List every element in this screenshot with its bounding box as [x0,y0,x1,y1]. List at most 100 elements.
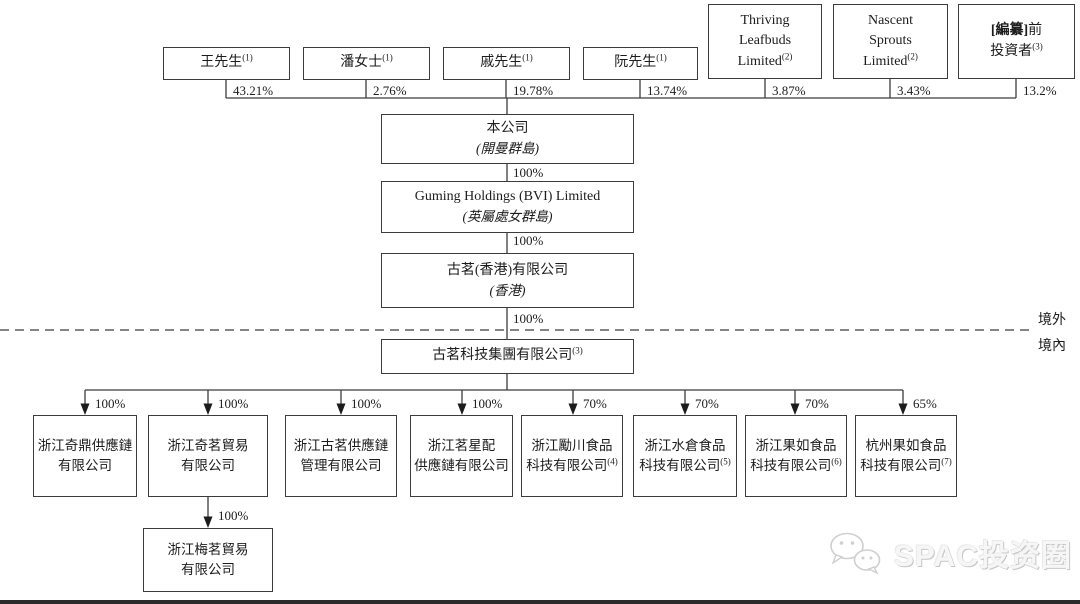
company-box-cayman: 本公司 (開曼群島) [381,114,634,164]
company-name-line2: 管理有限公司 [300,458,382,473]
ownership-label: 13.74% [647,83,688,98]
company-name: 浙江古茗供應鏈 [293,438,389,454]
arrowhead [568,403,578,415]
shareholder-name: 潘女士 [340,55,383,71]
company-box-bvi: Guming Holdings (BVI) Limited (英屬處女群島) [381,181,634,233]
company-name: 本公司 [486,121,529,137]
ownership-label: 13.2% [1023,83,1057,98]
ownership-label: 100% [513,165,544,180]
footnote-marker: (2) [907,50,918,61]
shareholder-name-line2: 投資者 [990,43,1033,59]
footnote-marker: (2) [781,50,793,61]
company-name-line2: 科技有限公司 [526,458,608,473]
region-label-onshore: 境內 [1038,339,1066,354]
ownership-label: 100% [351,396,382,411]
subsidiary-box-mingxingpei: 浙江茗星配 供應鏈有限公司 [410,415,513,497]
ownership-label: 100% [513,311,544,326]
company-name: 浙江梅茗貿易 [167,542,249,558]
subsidiary-box-qiding: 浙江奇鼎供應鏈 有限公司 [33,415,137,497]
watermark-text: SPAC投资圈 [893,540,1072,573]
arrowhead [790,403,800,415]
company-name-line2: 供應鏈有限公司 [414,458,509,473]
subsidiary-box-lichuan: 浙江勵川食品 科技有限公司(4) [521,415,623,497]
footnote-marker: (3) [1032,40,1043,51]
redaction-tag: [編纂] [990,23,1029,39]
ownership-label: 19.78% [513,83,554,98]
company-name: 浙江奇鼎供應鏈 [37,438,133,454]
prc-holdco-box: 古茗科技集團有限公司(3) [381,339,634,374]
wechat-watermark: SPAC投资圈 [826,530,1072,576]
ownership-label: 70% [695,396,719,411]
company-name: 古茗科技集團有限公司 [432,348,573,364]
footnote-marker: (7) [941,456,952,467]
arrowhead [336,403,346,415]
company-name: 浙江奇茗貿易 [167,438,249,454]
arrowhead [203,403,213,415]
company-name: 浙江水倉食品 [644,438,726,454]
ownership-label: 43.21% [233,83,274,98]
company-name: 浙江果如食品 [755,438,837,454]
subsidiary-box-meiming: 浙江梅茗貿易 有限公司 [143,528,273,592]
ownership-label: 100% [218,508,249,523]
footnote-marker: (6) [831,456,842,467]
company-jurisdiction: (香港) [489,282,526,298]
arrowhead [898,403,908,415]
company-name: Guming Holdings (BVI) Limited [414,189,601,205]
ownership-label: 3.87% [772,83,806,98]
shareholder-name: 王先生 [200,55,243,71]
arrowhead [80,403,90,415]
shareholder-box-mr-ruan: 阮先生(1) [583,47,698,80]
shareholder-box-nascent-sprouts: Nascent Sprouts Limited(2) [833,4,948,79]
company-name: 浙江勵川食品 [531,438,613,454]
shareholder-box-thriving-leafbuds: Thriving Leafbuds Limited(2) [708,4,822,79]
ownership-label: 70% [805,396,829,411]
shareholder-box-pre-ipo-investors: [編纂]前 投資者(3) [958,4,1075,79]
company-name-line2: 科技有限公司 [860,458,942,473]
company-name-line2: 有限公司 [58,458,112,473]
footnote-marker: (4) [607,456,618,467]
ownership-label: 100% [95,396,126,411]
subsidiary-box-qiming-trading: 浙江奇茗貿易 有限公司 [148,415,268,497]
arrowhead [457,403,467,415]
shareholder-box-mr-wang: 王先生(1) [163,47,290,80]
footnote-marker: (3) [572,345,583,356]
subsidiary-box-guoru-zhejiang: 浙江果如食品 科技有限公司(6) [745,415,847,497]
arrowhead [203,516,213,528]
company-jurisdiction: (開曼群島) [476,141,539,157]
shareholder-name: 戚先生 [480,55,523,71]
ownership-label: 100% [472,396,503,411]
ownership-label: 2.76% [373,83,407,98]
subsidiary-box-shuicang: 浙江水倉食品 科技有限公司(5) [633,415,737,497]
company-name-line2: 科技有限公司 [639,458,721,473]
ownership-label: 65% [913,396,937,411]
shareholder-name: 前 [1028,23,1043,39]
company-name: 杭州果如食品 [865,438,947,454]
company-name-line2: 有限公司 [181,562,235,577]
shareholder-box-ms-pan: 潘女士(1) [303,47,430,80]
footnote-marker: (1) [382,52,393,63]
ownership-label: 70% [583,396,607,411]
company-name: 古茗(香港)有限公司 [446,262,569,278]
company-name: 浙江茗星配 [427,438,496,454]
ownership-label: 100% [218,396,249,411]
wechat-logo-icon [830,532,881,575]
shareholder-box-mr-qi: 戚先生(1) [443,47,570,80]
shareholder-name: 阮先生 [614,55,657,71]
footnote-marker: (5) [720,456,731,467]
company-name-line2: 科技有限公司 [750,458,832,473]
shareholder-name: Nascent Sprouts Limited [863,13,914,69]
ownership-label: 100% [513,233,544,248]
company-jurisdiction: (英屬處女群島) [462,209,553,225]
arrowhead [680,403,690,415]
footnote-marker: (1) [242,52,253,63]
footnote-marker: (1) [522,52,533,63]
ownership-label: 3.43% [897,83,931,98]
bottom-divider-bar [0,600,1080,604]
subsidiary-box-guming-supplychain: 浙江古茗供應鏈 管理有限公司 [285,415,397,497]
company-box-hongkong: 古茗(香港)有限公司 (香港) [381,253,634,308]
subsidiary-box-guoru-hangzhou: 杭州果如食品 科技有限公司(7) [855,415,957,497]
region-label-offshore: 境外 [1038,313,1066,328]
company-name-line2: 有限公司 [181,458,235,473]
footnote-marker: (1) [656,52,667,63]
